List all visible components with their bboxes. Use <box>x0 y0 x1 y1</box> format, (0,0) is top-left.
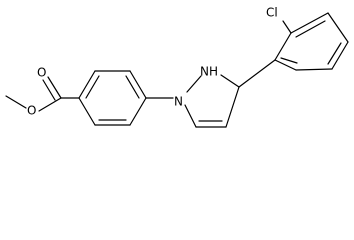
ring-bond <box>274 59 297 71</box>
ring-bond <box>129 97 147 126</box>
atom-label-nh: NH <box>200 65 218 79</box>
ring-bond <box>290 12 329 34</box>
bond-n-nh <box>186 75 202 93</box>
atom-label-ether-o: O <box>27 104 36 118</box>
ring-inner-double-bond <box>280 57 298 64</box>
ring-bond <box>78 97 96 126</box>
bond-methyl-o <box>5 95 27 109</box>
bond-pyrazoline-to-phenyl <box>238 59 276 88</box>
benzoate-benzene-ring <box>78 70 147 126</box>
bond-c-ch <box>225 86 240 128</box>
ring-inner-double-bond <box>327 42 342 65</box>
ring-inner-double-bond <box>85 75 100 99</box>
bond-carbonyl-c-o-double-b <box>42 79 56 101</box>
ring-bond <box>274 32 292 61</box>
ring-inner-double-bond <box>295 20 326 38</box>
ring-bond <box>331 41 349 70</box>
molecule-structure-diagram: Cl NH N O O <box>5 6 349 128</box>
ring-bond <box>129 70 147 99</box>
pyrazoline-ring <box>184 74 240 128</box>
ring-bond <box>295 68 333 71</box>
bond-nh-c <box>220 74 240 88</box>
bond-ch-n <box>184 104 197 128</box>
atom-label-chlorine: Cl <box>266 6 278 20</box>
ring-bond <box>78 70 96 99</box>
bond-o-carbonyl-c <box>38 97 62 112</box>
atom-label-carbonyl-o: O <box>37 66 46 80</box>
ring-inner-double-bond <box>125 75 140 99</box>
methyl-ester-group <box>5 76 80 112</box>
ring-bond <box>327 12 349 43</box>
bond-ring-to-cl <box>282 20 292 34</box>
chlorophenyl-ring <box>274 12 349 71</box>
atom-label-n: N <box>174 95 183 109</box>
bond-carbonyl-c-o-double-a <box>47 76 62 99</box>
